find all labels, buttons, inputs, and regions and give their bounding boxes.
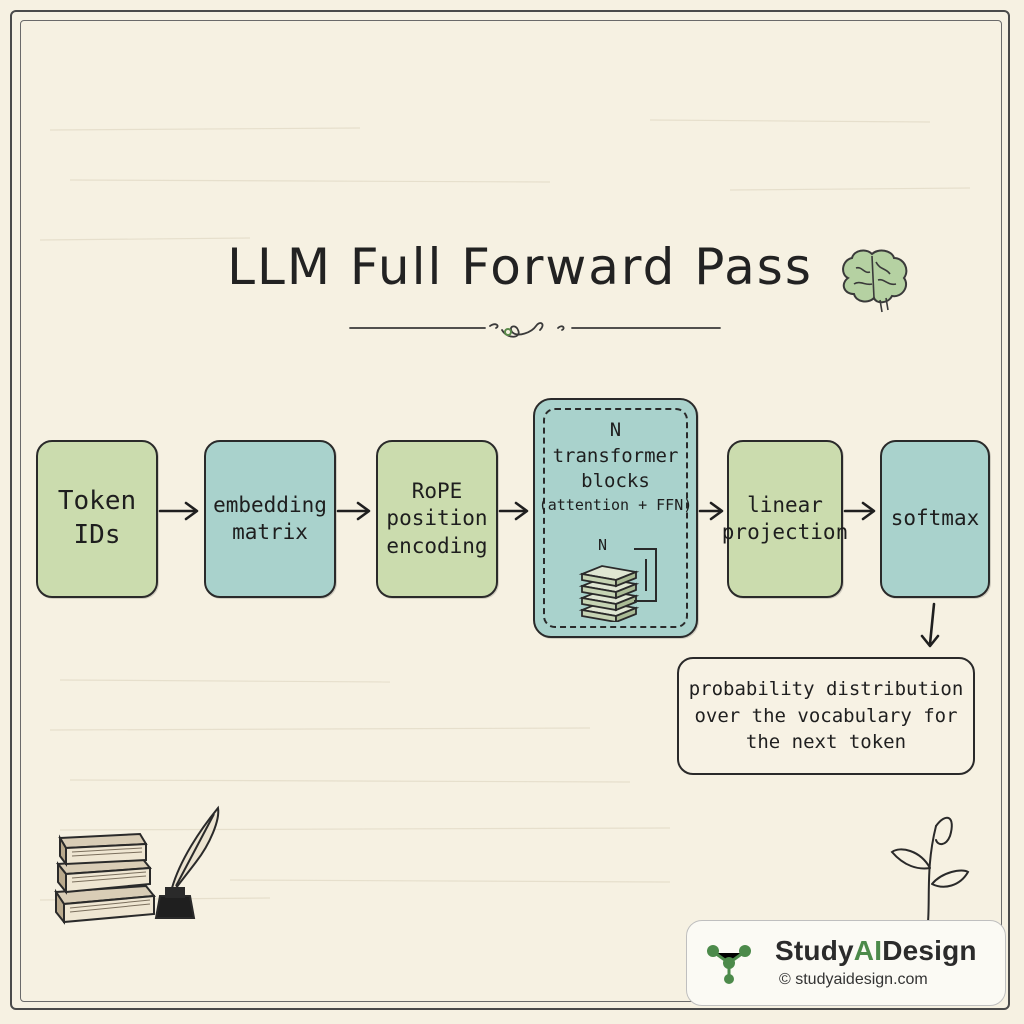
transformer-blocks-label: N transformer blocks (attention + FFN) — [535, 418, 696, 515]
stack-bracket — [634, 548, 657, 602]
inner-frame — [20, 20, 1002, 1002]
plant-icon — [890, 816, 970, 923]
brain-icon — [842, 249, 908, 313]
token-ids-box: Token IDs — [36, 440, 158, 598]
brand-name-part2: AI — [853, 935, 883, 966]
stack-n-label: N — [598, 536, 608, 554]
linear-projection-box: linear projection — [722, 440, 848, 598]
rope-encoding-box: RoPE position encoding — [376, 440, 498, 598]
layer-stack-icon — [578, 565, 640, 622]
output-description-box: probability distribution over the vocabu… — [677, 657, 975, 775]
books-quill-icon — [54, 805, 220, 925]
outer-frame — [10, 10, 1010, 1010]
softmax-label: softmax — [890, 506, 980, 531]
brand-card: StudyAIDesign © studyaidesign.com — [686, 920, 1006, 1006]
transformer-line2: blocks — [581, 470, 650, 493]
rope-encoding-label: RoPE position encoding — [386, 479, 488, 558]
brand-name: StudyAIDesign — [775, 935, 977, 967]
brand-name-part1: Study — [775, 935, 854, 966]
softmax-box: softmax — [880, 440, 990, 598]
output-line1: probability distribution — [688, 678, 964, 701]
embedding-matrix-label: embedding matrix — [213, 492, 327, 544]
brand-name-part3: Design — [882, 935, 977, 966]
linear-projection-label: linear projection — [721, 492, 849, 544]
transformer-inner-dashed-border — [543, 408, 688, 628]
brand-url[interactable]: © studyaidesign.com — [779, 971, 928, 988]
transformer-line1: transformer — [552, 444, 679, 467]
page-title: LLM Full Forward Pass — [227, 238, 813, 296]
token-ids-label: Token IDs — [57, 486, 137, 550]
output-line3: the next token — [745, 731, 907, 754]
transformer-n-label: N — [609, 419, 622, 441]
output-line2: over the vocabulary for — [694, 704, 958, 727]
transformer-line3: (attention + FFN) — [538, 495, 693, 514]
embedding-matrix-box: embedding matrix — [204, 440, 336, 598]
brand-logo-icon — [707, 945, 751, 984]
title-flourish — [349, 322, 721, 338]
